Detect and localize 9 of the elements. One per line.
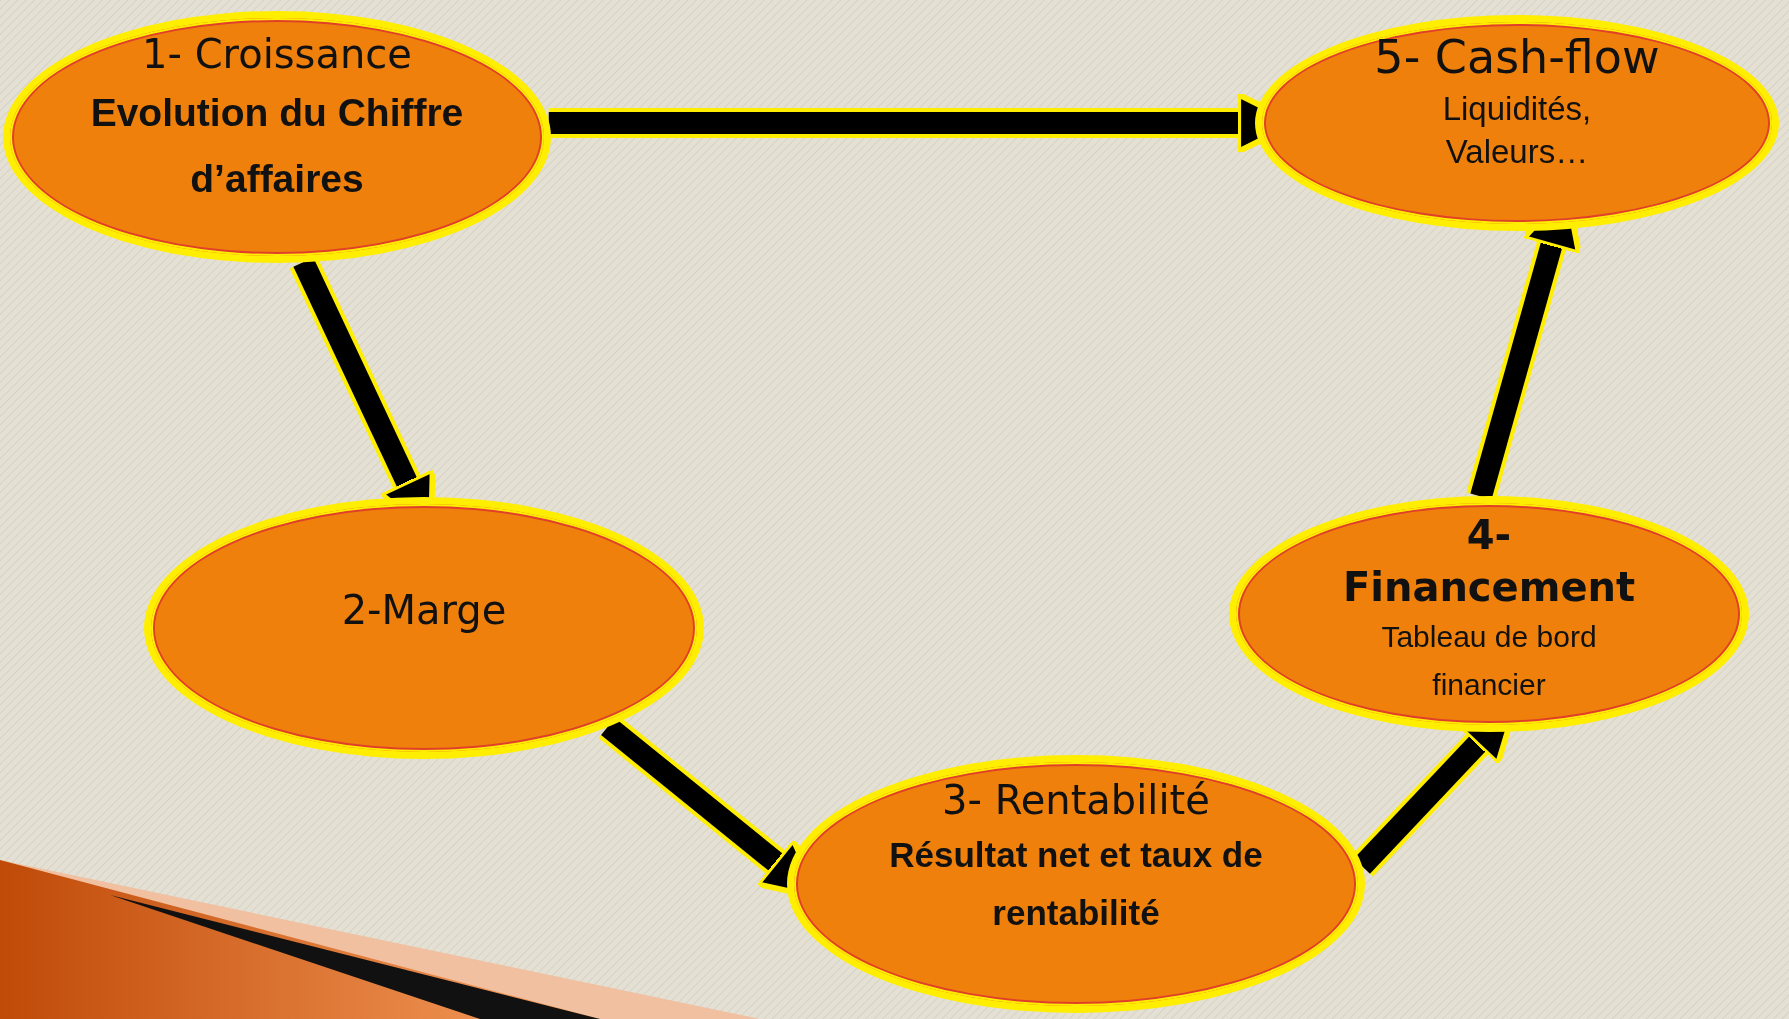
node-title: 4- Financement	[1341, 511, 1637, 612]
node-text: Résultat net et taux de rentabilité	[888, 834, 1264, 934]
node-text: Evolution du Chiffre d’affaires	[89, 90, 465, 203]
node-title: 3- Rentabilité	[942, 776, 1210, 825]
node-text: Tableau de bord financier	[1380, 619, 1598, 703]
node-text: Liquidités, Valeurs…	[1441, 88, 1593, 172]
node-title: 1- Croissance	[142, 30, 412, 79]
node-title: 5- Cash-flow	[1374, 29, 1660, 86]
node-title: 2-Marge	[341, 586, 507, 635]
